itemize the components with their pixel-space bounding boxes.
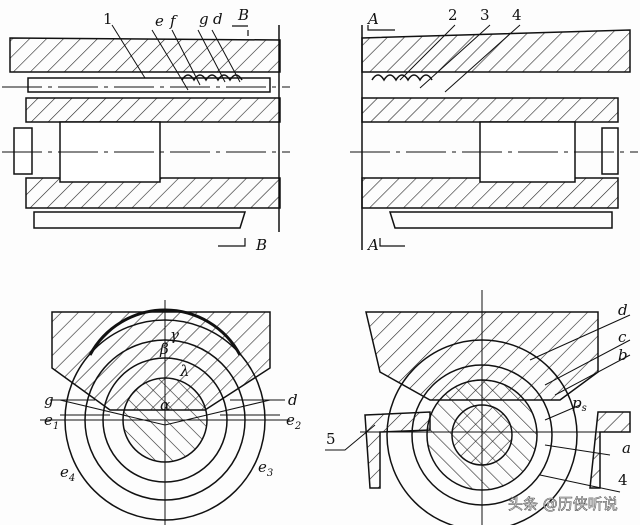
section-label-b-bottom: B [255, 236, 267, 254]
top-left-section-view [2, 24, 290, 247]
section-label-a-top: A [366, 10, 379, 28]
bottom-right-cross-section [325, 290, 631, 525]
section-label-a-bottom: A [366, 236, 379, 254]
label-2: 2 [448, 6, 458, 24]
label-e2: e2 [286, 411, 301, 432]
label-d: d [213, 10, 223, 28]
watermark: 头条 @历侠听说 [508, 495, 618, 513]
section-label-b-top: B [237, 6, 249, 24]
label-4-right: 4 [618, 471, 628, 489]
label-e: e [155, 12, 164, 30]
bottom-left-cross-section [40, 300, 290, 525]
top-right-section-view [350, 24, 638, 250]
label-f: f [169, 12, 178, 30]
label-b: b [618, 346, 628, 364]
angle-alpha: α [160, 396, 170, 414]
label-ps: ps [572, 394, 587, 414]
label-g: g [44, 391, 54, 409]
angle-gamma: γ [170, 326, 179, 344]
label-e4: e4 [60, 463, 75, 484]
label-a: a [622, 439, 631, 457]
label-e3: e3 [258, 458, 273, 479]
angle-beta: β [159, 340, 169, 358]
angle-lambda: λ [179, 362, 190, 380]
label-d: d [288, 391, 298, 409]
label-g: g [199, 10, 209, 28]
label-3: 3 [480, 6, 490, 24]
label-5: 5 [326, 430, 336, 448]
label-d-right: d [618, 301, 628, 319]
label-e1: e1 [44, 411, 59, 432]
label-4: 4 [512, 6, 522, 24]
label-1: 1 [103, 10, 113, 28]
label-c: c [618, 328, 627, 346]
